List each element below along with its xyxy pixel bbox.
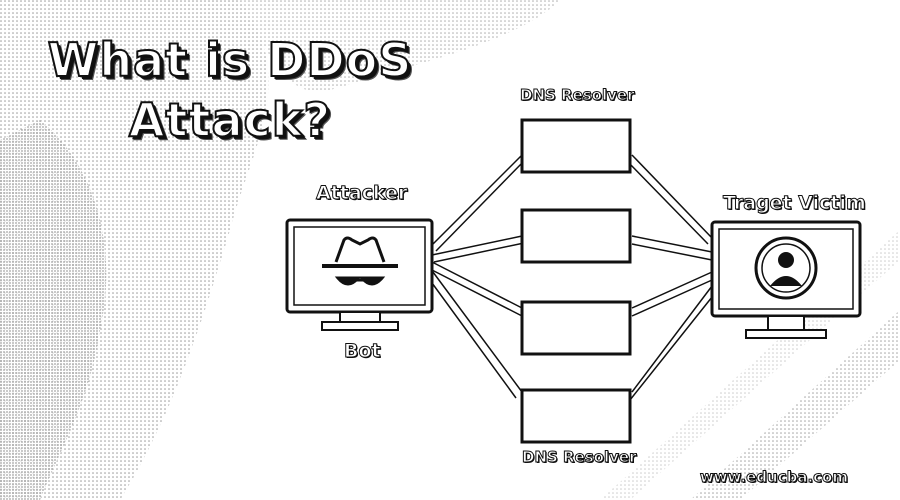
resolver-label-top: DNS Resolver — [519, 86, 635, 105]
dns-resolver-box-4 — [520, 388, 632, 444]
bot-label: Bot — [344, 340, 382, 363]
dns-resolver-box-1 — [520, 118, 632, 174]
attacker-label: Attacker — [315, 182, 408, 205]
title-line-2: Attack? — [128, 92, 332, 148]
dns-resolver-box-2 — [520, 208, 632, 264]
target-victim-label: Traget Victim — [723, 192, 867, 215]
resolver-victim-links — [627, 154, 717, 401]
resolver-label-bottom: DNS Resolver — [521, 448, 637, 467]
watermark: www.educba.com — [699, 468, 848, 487]
page-title: What is DDoS Attack? — [20, 30, 440, 150]
spy-hat-glasses-icon — [322, 236, 398, 286]
attacker-resolver-links — [423, 154, 525, 399]
title-line-1: What is DDoS — [47, 32, 413, 88]
attacker-monitor — [285, 218, 434, 331]
user-avatar-icon — [754, 236, 818, 300]
dns-resolver-box-3 — [520, 300, 632, 356]
